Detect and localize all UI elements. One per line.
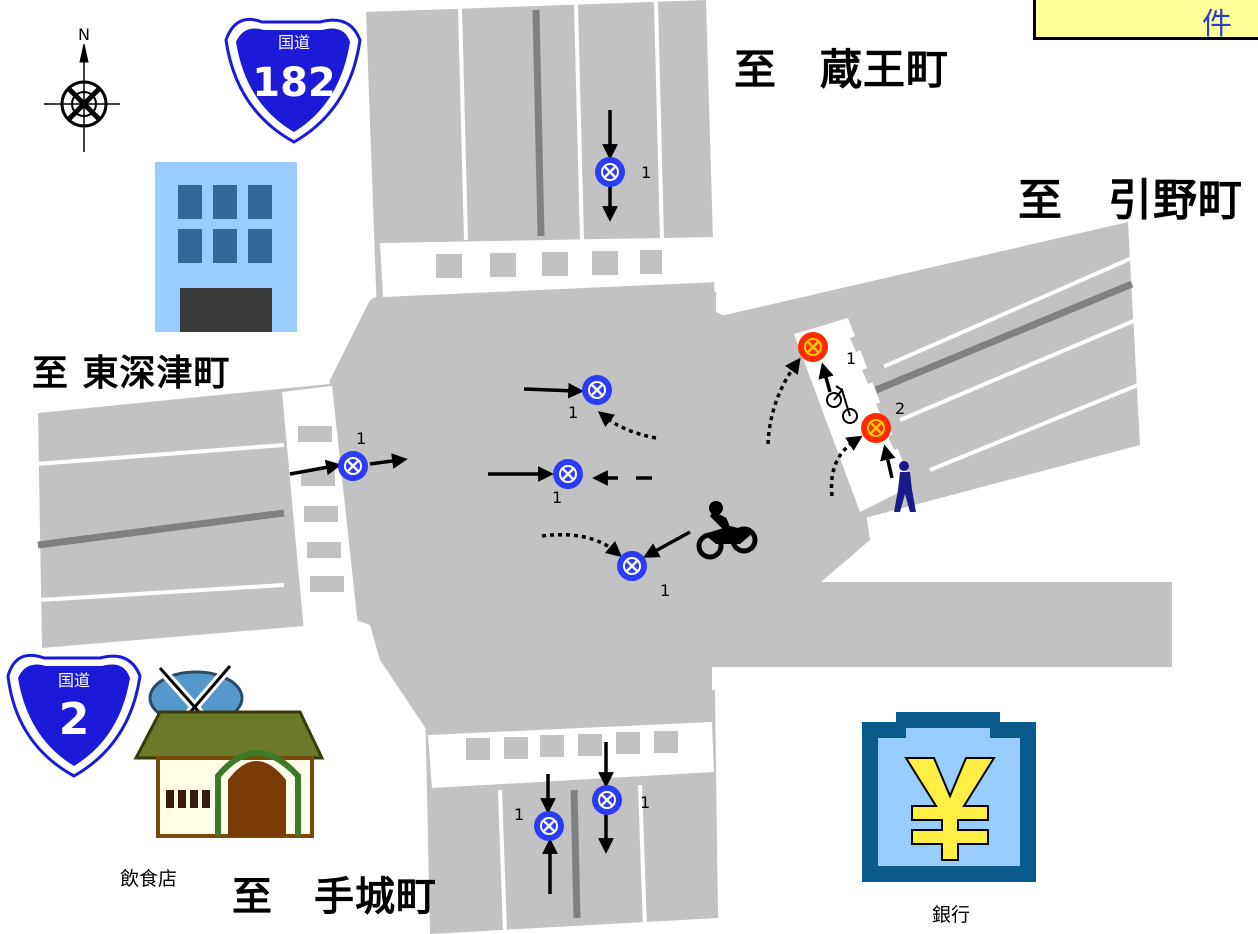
marker-ring: [623, 557, 641, 575]
title-box: 件: [1033, 0, 1258, 40]
marker-ring: [344, 457, 362, 475]
marker-circle: [617, 551, 647, 581]
markers: [338, 157, 891, 841]
motorcycle-icon: [696, 501, 758, 560]
southeast-road: [700, 582, 1172, 667]
direction-label-west: 至 東深津町: [32, 353, 231, 394]
office-building-icon: [155, 162, 297, 332]
marker-circle: [534, 811, 564, 841]
marker-ring: [804, 338, 822, 356]
dotted-arrows: [541, 357, 863, 558]
marker-number: 2: [895, 399, 905, 418]
marker-ring: [559, 465, 577, 483]
center-lines: [37, 9, 1134, 919]
movement-arrows: [289, 110, 896, 894]
marker-ring: [598, 791, 616, 809]
restaurant-label: 飲食店: [120, 868, 178, 890]
marker-cross: [601, 794, 613, 806]
compass-north-label: N: [78, 25, 90, 44]
direction-label-north: 至 蔵王町: [734, 45, 950, 94]
marker-circle: [338, 451, 368, 481]
crosswalk-south: [428, 722, 714, 788]
marker-circle: [798, 332, 828, 362]
marker-number: 1: [514, 805, 524, 824]
route-182-prefix: 国道: [278, 33, 310, 52]
lane-lines: [35, 1, 1139, 933]
crosswalk-north: [380, 237, 718, 297]
title-fragment: 件: [1202, 7, 1232, 40]
marker-cross: [562, 468, 574, 480]
bank-icon: [862, 712, 1036, 882]
direction-label-east: 至 引野町: [1018, 175, 1243, 226]
restaurant-building-icon: [133, 663, 325, 838]
route-182-sign-icon: [224, 17, 362, 144]
marker-circle: [553, 459, 583, 489]
marker-number: 1: [660, 581, 670, 600]
route-2-number: 2: [59, 694, 90, 745]
marker-number: 1: [356, 429, 366, 448]
marker-number: 1: [641, 163, 651, 182]
bank-label: 銀行: [932, 904, 971, 926]
marker-cross: [591, 384, 603, 396]
marker-number: 1: [640, 793, 650, 812]
marker-circle: [582, 375, 612, 405]
crosswalk-west: [282, 386, 358, 632]
pedestrian-icon: [894, 461, 916, 512]
marker-ring: [540, 817, 558, 835]
bicycle-icon: [826, 385, 858, 424]
direction-label-south: 至 手城町: [232, 874, 437, 920]
marker-ring: [588, 381, 606, 399]
marker-cross: [807, 341, 819, 353]
marker-ring: [867, 419, 885, 437]
intersection-core: [330, 292, 870, 735]
marker-cross: [870, 422, 882, 434]
marker-cross: [626, 560, 638, 572]
marker-circle: [592, 785, 622, 815]
marker-ring: [601, 163, 619, 181]
marker-number: 1: [552, 488, 562, 507]
route-182-number: 182: [252, 60, 336, 106]
route-2-prefix: 国道: [58, 671, 90, 690]
compass-icon: [44, 43, 120, 152]
marker-cross: [543, 820, 555, 832]
marker-circle: [595, 157, 625, 187]
marker-cross: [347, 460, 359, 472]
marker-number: 1: [846, 349, 856, 368]
marker-number: 1: [568, 403, 578, 422]
route-2-sign-icon: [6, 653, 142, 778]
marker-cross: [604, 166, 616, 178]
marker-circle: [861, 413, 891, 443]
